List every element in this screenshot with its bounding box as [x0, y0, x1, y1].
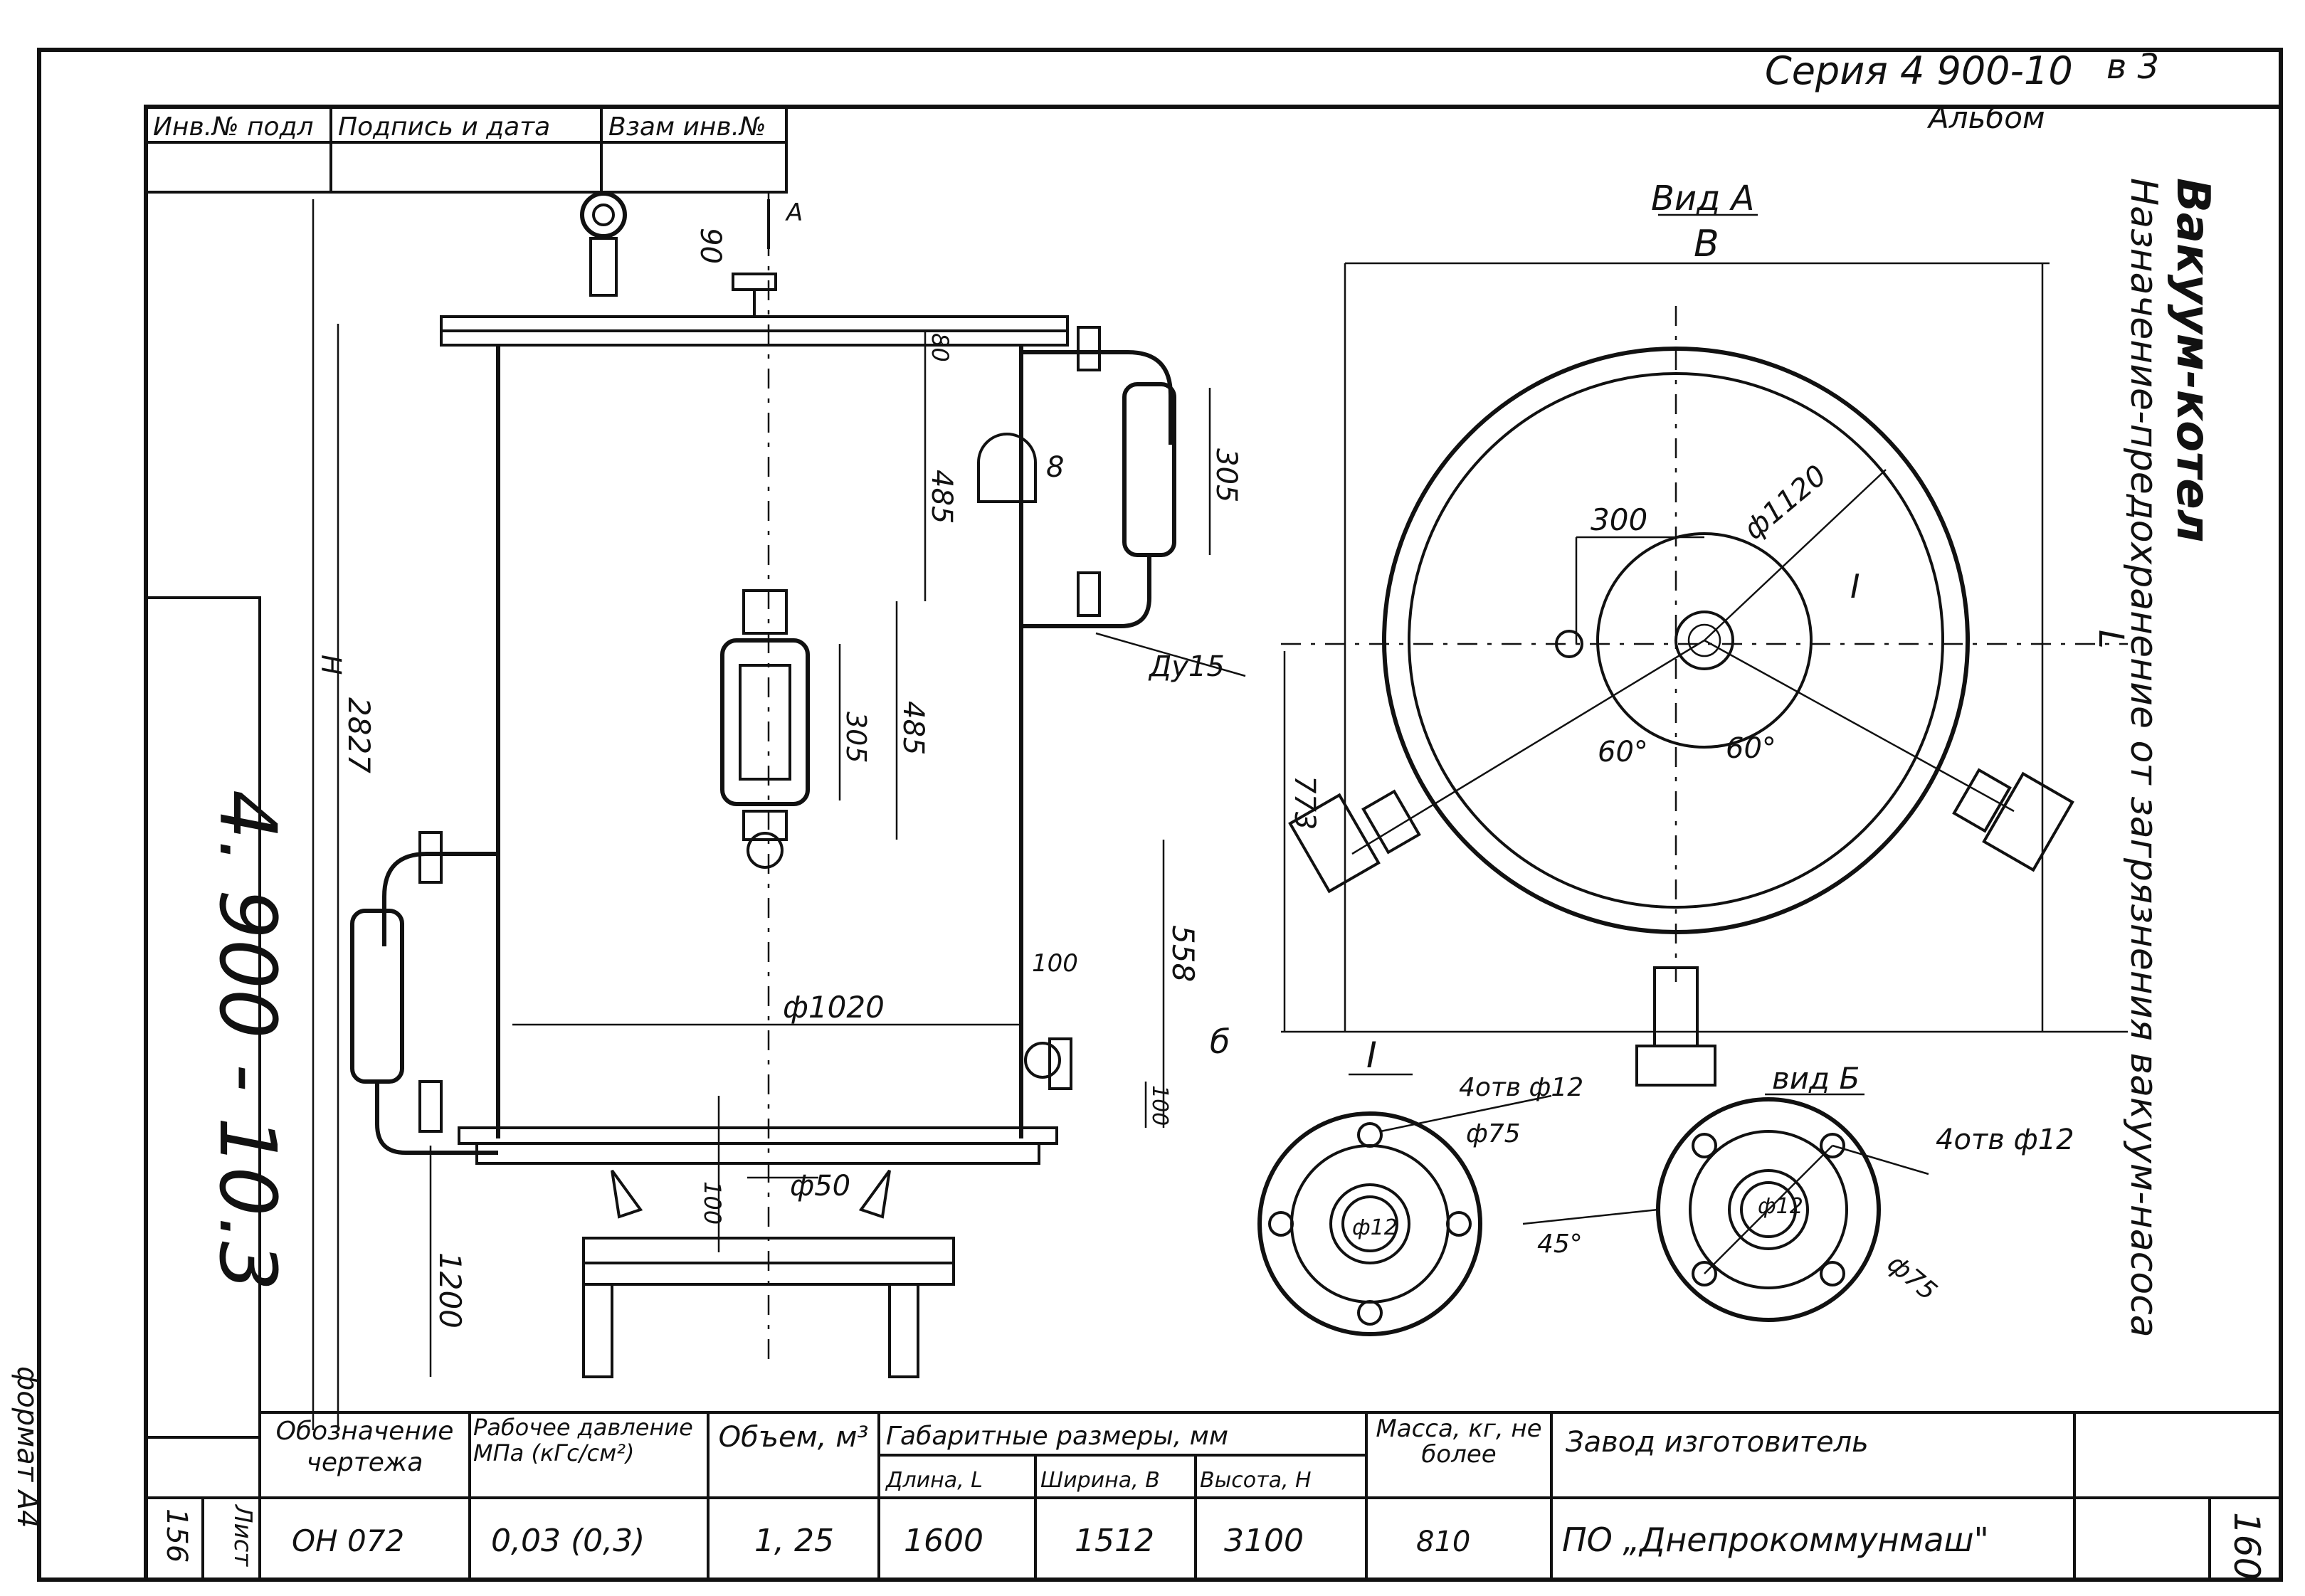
dim-485-mid: 485: [897, 701, 929, 755]
th-height: Высота, Н: [1200, 1468, 1312, 1493]
th-mass-wrap: Масса, кг, не более: [1376, 1416, 1542, 1469]
dim-305-mid: 305: [840, 712, 872, 763]
th-mass: Масса, кг, не более: [1376, 1416, 1542, 1469]
angle-60b: 60°: [1726, 732, 1776, 765]
dim-Du15: Ду15: [1148, 650, 1225, 683]
td-designation: ОН 072: [292, 1523, 404, 1558]
holes-2: 4отв ф12: [1936, 1124, 2074, 1156]
dim-H: Н: [315, 655, 347, 675]
dim-12a: ф12: [1352, 1215, 1398, 1240]
th-pressure-wrap: Рабочее давление МПа (кГс/см²): [473, 1415, 693, 1466]
page-number: 160: [2226, 1512, 2267, 1580]
th-overall: Габаритные размеры, мм: [886, 1422, 1228, 1451]
dim-305-right: 305: [1210, 448, 1243, 502]
series-label: Серия 4 900-10: [1765, 48, 2073, 93]
stamp-col1: Инв.№ подл: [153, 112, 313, 142]
angle-60a: 60°: [1598, 736, 1648, 768]
dim-12b: ф12: [1758, 1194, 1803, 1219]
arrow-b: б: [1210, 1022, 1230, 1061]
dim-2827: 2827: [342, 697, 376, 773]
th-width: Ширина, В: [1040, 1468, 1160, 1493]
stamp-top: Инв.№ подл Подпись и дата Взам инв.№: [144, 105, 788, 194]
drawing-purpose: Назначение-предохранение от загрязнения …: [2122, 178, 2165, 1338]
dim-100-bottom: 100: [1147, 1085, 1172, 1126]
drawing-title: Вакуум-котел: [2166, 178, 2219, 543]
stamp-col2: Подпись и дата: [338, 112, 550, 142]
dim-100-stem: 100: [699, 1181, 726, 1225]
dim-773: 773: [1288, 776, 1321, 830]
view-b-label: вид Б: [1772, 1061, 1860, 1096]
sheet-number: 156: [160, 1508, 193, 1563]
dim-1200: 1200: [433, 1252, 468, 1328]
dim-8: 8: [1046, 451, 1064, 484]
th-designation: Обозначение чертежа: [275, 1417, 454, 1477]
td-plant: ПО „Днепрокоммунмаш": [1562, 1521, 1989, 1559]
detail-label: I: [1366, 1035, 1377, 1076]
album-label: Альбом: [1926, 100, 2045, 135]
th-pressure: Рабочее давление МПа (кГс/см²): [473, 1415, 693, 1466]
th-length: Длина, L: [885, 1468, 983, 1493]
td-length: 1600: [904, 1523, 983, 1559]
dim-1020: ф1020: [783, 990, 885, 1025]
th-volume-wrap: Объем, м³: [718, 1421, 869, 1454]
dim-75a: ф75: [1466, 1119, 1521, 1148]
holes-1: 4отв ф12: [1459, 1073, 1583, 1102]
th-volume: Объем, м³: [718, 1421, 869, 1454]
td-width: 1512: [1075, 1523, 1154, 1559]
view-b: [1522, 1097, 1929, 1322]
front-view: [312, 191, 1246, 1430]
dim-80: 80: [927, 333, 954, 362]
stamp-col3: Взам инв.№: [608, 112, 766, 142]
th-plant: Завод изготовитель: [1566, 1426, 1869, 1459]
view-a-label: Вид А: [1651, 179, 1754, 218]
td-height: 3100: [1224, 1523, 1304, 1559]
inner-frame: [144, 105, 2283, 1582]
td-volume: 1, 25: [754, 1523, 834, 1559]
view-a: [1281, 262, 2128, 1087]
dim-50: ф50: [790, 1170, 850, 1203]
detail-one: [1257, 1094, 1552, 1336]
dim-485-top: 485: [925, 470, 958, 524]
outer-frame: [37, 48, 2283, 1582]
format-label: формат А4: [11, 1366, 43, 1528]
dim-B: В: [1694, 223, 1719, 265]
dim-558: 558: [1166, 925, 1201, 982]
dim-75b: ф75: [1882, 1249, 1942, 1306]
th-designation-wrap: Обозначение чертежа: [275, 1417, 454, 1477]
dim-L: L: [2091, 630, 2131, 649]
sheet-label: Лист: [228, 1503, 257, 1567]
spec-table: [144, 1411, 2281, 1581]
angle-45: 45°: [1537, 1230, 1583, 1259]
dim-90: 90: [694, 228, 727, 264]
dim-100-side: 100: [1032, 949, 1078, 978]
vertical-designation: 4. 900 - 10.3: [202, 790, 293, 1291]
dim-300: 300: [1591, 502, 1647, 537]
arrow-a: А: [785, 199, 803, 227]
td-mass: 810: [1416, 1526, 1470, 1558]
detail-marker: I: [1850, 567, 1860, 606]
series-issue: в 3: [2106, 47, 2159, 87]
td-pressure: 0,03 (0,3): [491, 1523, 645, 1559]
left-designation-box: 4. 900 - 10.3: [144, 596, 293, 1439]
